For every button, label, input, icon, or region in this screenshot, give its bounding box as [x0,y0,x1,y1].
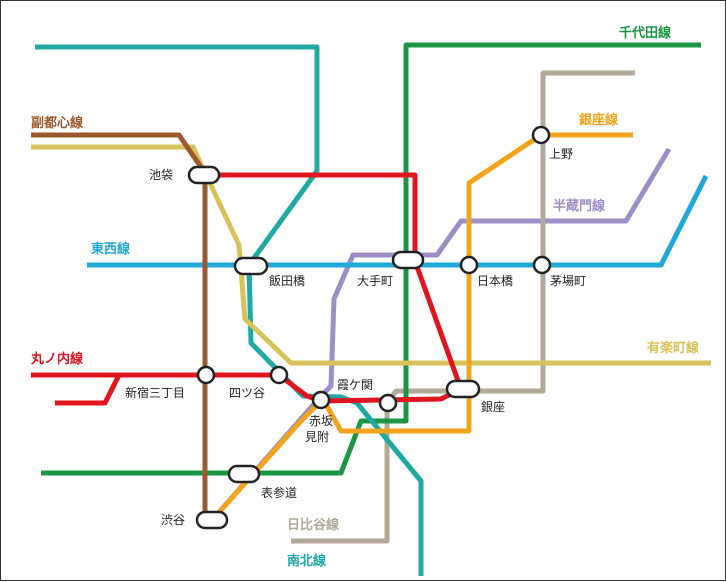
line-yurakucho [31,144,711,366]
station-otemachi[interactable] [391,250,425,270]
station-shibuya[interactable] [195,510,229,530]
line-hibiya [291,70,635,544]
line-label-tozai: 東西線 [91,241,131,257]
line-label-marunouchi: 丸ノ内線 [30,351,84,367]
line-ginza [211,132,633,521]
label-ueno: 上野 [549,147,573,161]
line-label-hanzomon: 半蔵門線 [553,198,606,214]
label-ginza: 銀座 [481,399,505,414]
label-nihombashi: 日本橋 [477,274,513,288]
label-shinjuku-sanchome: 新宿三丁目 [125,385,185,400]
label-otemachi: 大手町 [357,274,393,288]
station-ueno[interactable] [531,125,551,145]
station-kayabacho[interactable] [532,255,552,275]
label-iidabashi: 飯田橋 [269,273,305,288]
line-tozai [87,174,709,268]
station-omotesando[interactable] [227,464,261,484]
label-omotesando: 表参道 [261,485,297,500]
station-kasumigaseki[interactable] [378,393,398,413]
station-yotsuya[interactable] [269,365,289,385]
line-label-fukutoshin: 副都心線 [31,115,84,131]
station-akasaka-mitsuke[interactable] [311,390,331,410]
line-namboku [35,44,424,576]
station-iidabashi[interactable] [233,256,269,276]
station-ginza[interactable] [445,379,481,399]
line-marunouchi [31,172,464,406]
label-shibuya: 渋谷 [161,513,185,527]
line-label-ginza: 銀座線 [579,112,619,128]
label-akasaka-1: 赤坂 [309,414,333,428]
line-fukutoshin [31,132,208,519]
station-ikebukuro[interactable] [187,165,221,185]
label-akasaka-2: 見附 [305,430,329,444]
label-ikebukuro: 池袋 [149,168,173,182]
line-label-yurakucho: 有楽町線 [647,340,700,356]
label-kasumigaseki: 霞ケ関 [337,378,373,392]
line-label-hibiya: 日比谷線 [287,517,340,533]
label-kayabacho: 茅場町 [550,274,586,288]
line-label-chiyoda: 千代田線 [619,25,672,41]
label-yotsuya: 四ツ谷 [229,386,265,400]
station-nihombashi[interactable] [459,255,479,275]
line-chiyoda [41,42,701,476]
line-label-namboku: 南北線 [287,553,327,569]
station-shinjuku-sanchome[interactable] [196,365,216,385]
